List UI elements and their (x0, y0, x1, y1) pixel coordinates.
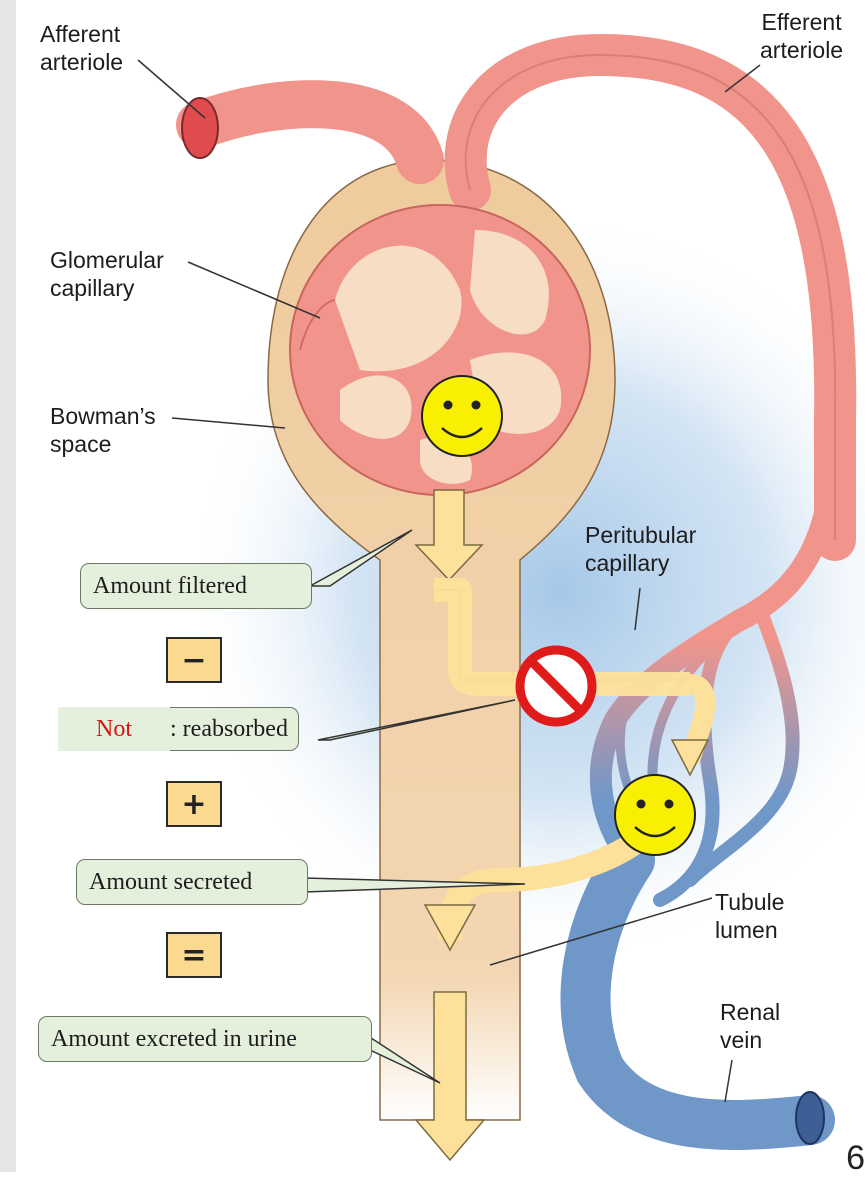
amount-secreted-text: Amount secreted (89, 869, 252, 896)
afferent-line-1: Afferent (40, 20, 123, 48)
equals-operator-box: = (166, 932, 222, 978)
page-number: 6 (846, 1139, 865, 1178)
no-entry-icon (520, 650, 592, 722)
minus-operator-box: − (166, 637, 222, 683)
glomerular-capillary-label: Glomerular capillary (50, 246, 164, 302)
afferent-arteriole-opening (182, 98, 218, 158)
not-word: Not (96, 716, 132, 743)
renal-vein-label: Renal vein (720, 998, 780, 1054)
minus-sign: − (181, 643, 206, 678)
renal-line-1: Renal (720, 998, 780, 1026)
peritubular-line-2: capillary (585, 549, 696, 577)
peritubular-capillary-label: Peritubular capillary (585, 521, 696, 577)
tubule-lumen-label: Tubule lumen (715, 888, 784, 944)
plus-sign: + (181, 787, 206, 822)
plus-operator-box: + (166, 781, 222, 827)
amount-excreted-text: Amount excreted in urine (51, 1026, 297, 1053)
smiley-face-icon (422, 376, 502, 456)
bowmans-line-2: space (50, 430, 156, 458)
afferent-arteriole-label: Afferent arteriole (40, 20, 123, 76)
amount-secreted-box: Amount secreted (76, 859, 308, 905)
renal-line-2: vein (720, 1026, 780, 1054)
equals-sign: = (181, 938, 206, 973)
amount-filtered-box: Amount filtered (80, 563, 312, 609)
not-highlight: Not (58, 707, 170, 751)
tubule-line-2: lumen (715, 916, 784, 944)
not-reabsorbed-box: Not : reabsorbed (58, 707, 320, 751)
afferent-arteriole-vessel (200, 104, 420, 160)
glomerular-line-1: Glomerular (50, 246, 164, 274)
bowmans-line-1: Bowman’s (50, 402, 156, 430)
smiley-face-icon (615, 775, 695, 855)
afferent-line-2: arteriole (40, 48, 123, 76)
glomerular-line-2: capillary (50, 274, 164, 302)
amount-excreted-box: Amount excreted in urine (38, 1016, 372, 1062)
renal-vein-opening (796, 1092, 824, 1144)
tubule-line-1: Tubule (715, 888, 784, 916)
efferent-line-2: arteriole (760, 36, 843, 64)
bowmans-space-label: Bowman’s space (50, 402, 156, 458)
amount-filtered-text: Amount filtered (93, 573, 247, 600)
efferent-arteriole-label: Efferent arteriole (760, 8, 843, 64)
peritubular-line-1: Peritubular (585, 521, 696, 549)
reabsorbed-text: : reabsorbed (170, 707, 299, 751)
glomerular-capillary-tuft (290, 205, 590, 495)
efferent-line-1: Efferent (760, 8, 843, 36)
